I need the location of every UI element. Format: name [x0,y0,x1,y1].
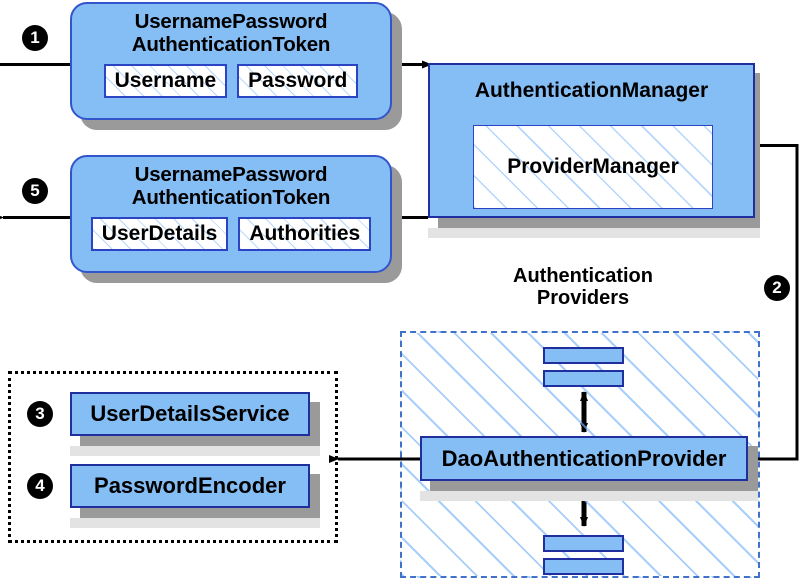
response-token-title-line2: AuthenticationToken [131,185,331,209]
authentication-providers-label-line2: Providers [536,287,630,310]
provider-bar-2 [543,370,624,387]
authentication-providers-label-line1: Authentication [513,265,653,287]
request-token-slots: Username Password [103,63,359,98]
response-token-slots: UserDetails Authorities [90,216,372,251]
provider-bar-1 [543,347,624,364]
provider-bar-4 [543,558,624,575]
request-token-title-line2: AuthenticationToken [131,32,331,56]
step-badge-3: 3 [27,401,53,427]
request-token-title-line1: UsernamePassword [134,10,328,33]
user-details-service-shadow-light [70,446,320,456]
step-badge-1: 1 [22,25,48,51]
request-token-slot-username: Username [103,63,228,98]
provider-manager-box: ProviderManager [473,125,713,209]
request-token-slot-password: Password [237,63,359,98]
dao-provider-shadow-light [420,491,758,501]
response-token-title-line1: UsernamePassword [134,163,328,186]
step-badge-5: 5 [22,178,48,204]
password-encoder-label: PasswordEncoder [94,473,286,498]
provider-manager-label: ProviderManager [507,155,679,178]
step-badge-2: 2 [764,275,790,301]
authentication-manager-shadow-light [428,228,760,238]
authentication-manager-title: AuthenticationManager [474,79,709,102]
user-details-service-label: UserDetailsService [90,401,290,426]
password-encoder-box: PasswordEncoder [70,464,310,508]
dao-authentication-provider-box: DaoAuthenticationProvider [420,436,748,481]
authentication-providers-label: Authentication Providers [463,265,703,310]
password-encoder-shadow-light [70,518,320,528]
response-token-slot-authorities: Authorities [238,216,372,251]
collaborators-container [8,371,338,543]
response-token-slot-userdetails: UserDetails [90,216,229,251]
request-token-box: UsernamePassword AuthenticationToken Use… [70,2,392,120]
response-token-title: UsernamePassword AuthenticationToken [131,163,331,210]
step-badge-4: 4 [27,473,53,499]
user-details-service-box: UserDetailsService [70,392,310,436]
provider-bar-3 [543,535,624,552]
response-token-box: UsernamePassword AuthenticationToken Use… [70,155,392,273]
request-token-title: UsernamePassword AuthenticationToken [131,10,331,57]
dao-authentication-provider-label: DaoAuthenticationProvider [441,445,727,471]
